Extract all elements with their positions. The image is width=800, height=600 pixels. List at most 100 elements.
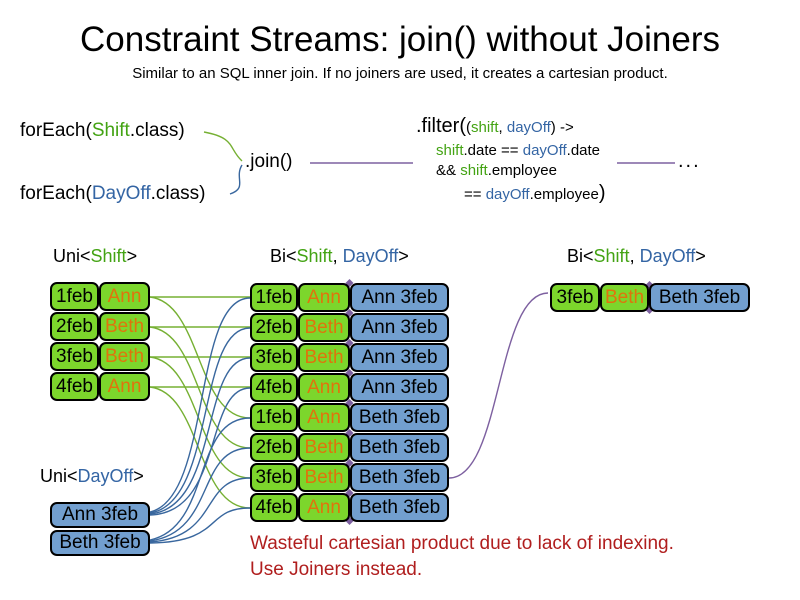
text-segment: Uni< xyxy=(53,246,91,266)
filter-close-paren: ) xyxy=(598,182,606,204)
text-segment: Shift xyxy=(90,246,127,266)
shift-employee-cell: Ann xyxy=(298,493,350,522)
text-segment: Uni< xyxy=(40,466,78,486)
dayoff-result-cell: Beth 3feb xyxy=(350,493,449,522)
connector-line xyxy=(149,326,251,449)
dayoff-result-cell: Ann 3feb xyxy=(350,283,449,312)
brace-curve-dayoff xyxy=(229,164,243,195)
more-steps-ellipsis: ... xyxy=(678,150,701,172)
shift-date-cell: 3feb xyxy=(550,283,600,312)
shift-date-cell: 4feb xyxy=(250,493,298,522)
warning-caption-line1: Wasteful cartesian product due to lack o… xyxy=(250,533,674,554)
text-segment: forEach( xyxy=(20,183,92,204)
shift-date-cell: 2feb xyxy=(250,433,298,462)
text-segment: .date == xyxy=(463,142,523,159)
connector-line xyxy=(149,507,251,544)
warning-caption-line2: Use Joiners instead. xyxy=(250,559,423,580)
text-segment: DayOff xyxy=(77,466,134,486)
connector-line xyxy=(149,387,251,516)
dayoff-result-cell: Beth 3feb xyxy=(350,403,449,432)
shift-date-cell: 1feb xyxy=(50,282,99,311)
shift-date-cell: 1feb xyxy=(250,283,298,312)
connector-line xyxy=(149,447,251,542)
text-segment: > xyxy=(695,246,706,266)
text-segment: .employee xyxy=(529,186,599,203)
text-segment: shift xyxy=(460,162,488,179)
filter-line-2: shift.date == dayOff.date xyxy=(436,142,606,159)
connector-line xyxy=(149,356,251,479)
match-result-line xyxy=(448,292,549,479)
shift-date-cell: 1feb xyxy=(250,403,298,432)
text-segment: ) -> xyxy=(550,119,574,136)
warning-caption: Wasteful cartesian product due to lack o… xyxy=(250,531,674,583)
filter-line-4-text: == dayOff.employee xyxy=(464,186,599,203)
dayoff-connector-lines xyxy=(149,164,251,544)
text-segment: dayOff xyxy=(485,186,530,203)
page-title: Constraint Streams: join() without Joine… xyxy=(80,20,720,59)
header-bi-joined: Bi<Shift, DayOff> xyxy=(270,246,409,267)
text-segment: shift xyxy=(436,142,464,159)
text-segment: DayOff xyxy=(91,183,151,204)
filter-line-1: .filter((shift, dayOff) -> xyxy=(416,115,606,138)
connector-line xyxy=(149,386,251,509)
shift-employee-cell: Beth xyxy=(298,433,350,462)
text-segment: .class) xyxy=(150,183,206,204)
dayoff-result-cell: Beth 3feb xyxy=(350,463,449,492)
shift-date-cell: 3feb xyxy=(250,343,298,372)
text-segment: && xyxy=(436,162,461,179)
shift-employee-cell: Beth xyxy=(298,313,350,342)
shift-employee-cell: Ann xyxy=(298,403,350,432)
brace-curve-shift xyxy=(203,131,243,162)
shift-date-cell: 2feb xyxy=(250,313,298,342)
shift-employee-cell: Beth xyxy=(298,463,350,492)
text-segment: DayOff xyxy=(342,246,399,266)
code-foreach-dayoff: forEach(DayOff.class) xyxy=(20,183,206,205)
connector-line xyxy=(149,327,251,514)
code-foreach-shift: forEach(Shift.class) xyxy=(20,120,185,142)
shift-date-cell: 4feb xyxy=(250,373,298,402)
shift-employee-cell: Beth xyxy=(99,312,150,341)
text-segment: Shift xyxy=(91,120,130,141)
dayoff-cell: Beth 3feb xyxy=(50,530,150,556)
connector-line xyxy=(149,357,251,515)
page-subtitle: Similar to an SQL inner join. If no join… xyxy=(132,65,668,82)
text-segment: forEach( xyxy=(20,120,92,141)
text-segment: > xyxy=(133,466,144,486)
connector-line xyxy=(149,477,251,543)
header-bi-result: Bi<Shift, DayOff> xyxy=(567,246,706,267)
text-segment: .employee xyxy=(487,162,557,179)
shift-employee-cell: Ann xyxy=(99,372,150,401)
text-segment: dayOff xyxy=(522,142,567,159)
text-segment: ( xyxy=(466,119,471,136)
shift-date-cell: 2feb xyxy=(50,312,99,341)
shift-date-cell: 3feb xyxy=(250,463,298,492)
connector-line xyxy=(149,296,251,419)
text-segment: > xyxy=(398,246,409,266)
text-segment: , xyxy=(498,119,507,136)
text-segment: .class) xyxy=(129,120,185,141)
text-segment: == xyxy=(464,186,486,203)
text-segment: Bi< xyxy=(270,246,297,266)
filter-head: .filter( xyxy=(416,115,466,137)
header-uni-shift: Uni<Shift> xyxy=(53,246,137,267)
text-segment: , xyxy=(629,246,640,266)
text-segment: Shift xyxy=(296,246,333,266)
text-segment: , xyxy=(332,246,343,266)
header-uni-dayoff: Uni<DayOff> xyxy=(40,466,144,487)
code-filter: .filter((shift, dayOff) -> shift.date ==… xyxy=(416,115,606,205)
shift-employee-cell: Ann xyxy=(99,282,150,311)
